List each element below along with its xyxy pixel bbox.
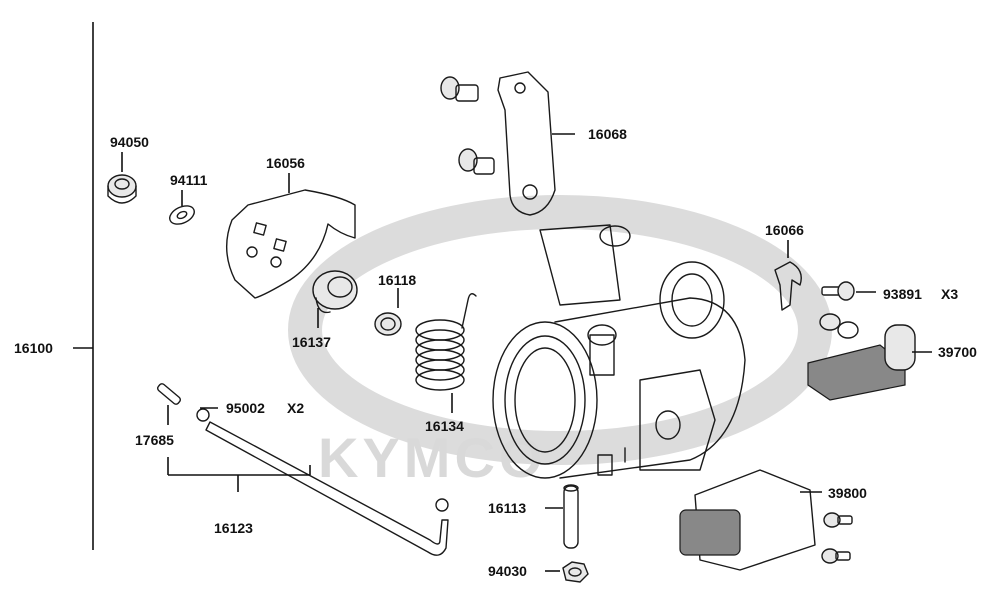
label-16123[interactable]: 16123 xyxy=(214,520,253,536)
label-17685[interactable]: 17685 xyxy=(135,432,174,448)
label-16068[interactable]: 16068 xyxy=(588,126,627,142)
part-16068-bracket[interactable] xyxy=(440,71,556,216)
part-16118-ring[interactable] xyxy=(374,312,402,336)
label-95002-qty: X2 xyxy=(287,400,305,416)
label-16056[interactable]: 16056 xyxy=(266,155,305,171)
label-39800[interactable]: 39800 xyxy=(828,485,867,501)
label-16113[interactable]: 16113 xyxy=(488,500,527,516)
label-94050[interactable]: 94050 xyxy=(110,134,149,150)
label-16100[interactable]: 16100 xyxy=(14,340,53,356)
label-93891[interactable]: 93891 xyxy=(883,286,922,302)
part-93891-screw[interactable] xyxy=(821,281,855,301)
part-39700-sensor[interactable] xyxy=(807,313,916,401)
part-16113-pin[interactable] xyxy=(563,484,579,549)
label-93891-qty: X3 xyxy=(941,286,959,302)
part-16134-spring[interactable] xyxy=(415,293,477,391)
part-16056-plate[interactable] xyxy=(226,189,356,299)
part-94111-washer[interactable] xyxy=(167,202,197,227)
part-94050-nut[interactable] xyxy=(107,174,137,204)
label-16134[interactable]: 16134 xyxy=(425,418,464,434)
part-16123-rod[interactable] xyxy=(205,421,449,556)
part-95002-clip[interactable] xyxy=(196,408,449,512)
label-16118[interactable]: 16118 xyxy=(378,272,417,288)
part-16066-fork[interactable] xyxy=(774,261,802,311)
part-16137-seal[interactable] xyxy=(312,270,358,314)
label-16137[interactable]: 16137 xyxy=(292,334,331,350)
part-throttle-body xyxy=(492,224,746,479)
part-39800-module[interactable] xyxy=(679,469,853,571)
part-94030-nut[interactable] xyxy=(562,561,589,583)
part-17685-nipple[interactable] xyxy=(156,383,182,406)
label-94111[interactable]: 94111 xyxy=(170,172,208,188)
label-94030[interactable]: 94030 xyxy=(488,563,527,579)
watermark-text: KYMCO xyxy=(318,426,547,489)
label-39700[interactable]: 39700 xyxy=(938,344,977,360)
label-95002[interactable]: 95002 xyxy=(226,400,265,416)
label-16066[interactable]: 16066 xyxy=(765,222,804,238)
